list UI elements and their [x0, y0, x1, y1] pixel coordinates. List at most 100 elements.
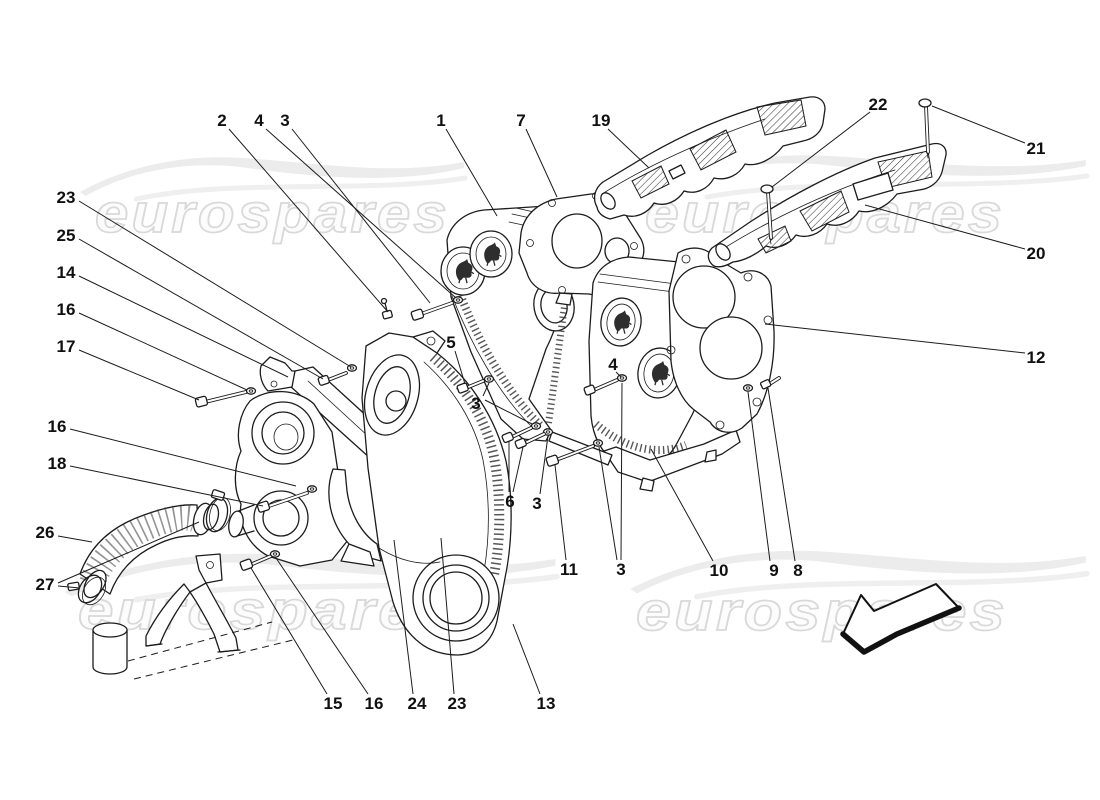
leader-line [57, 585, 81, 589]
callout-number-22: 22 [869, 95, 888, 114]
leader-line [78, 238, 324, 380]
leader-line [554, 464, 567, 561]
direction-arrow [840, 583, 962, 655]
watermark-text: eurospares [78, 579, 456, 641]
engine-block-dashed-line [133, 639, 294, 680]
callout-number-23: 23 [448, 694, 467, 713]
leader-line [767, 387, 796, 562]
leader-line [78, 200, 352, 368]
bolt-17 [194, 390, 248, 408]
washer-4 [616, 374, 628, 382]
heat-shield-19 [593, 96, 826, 220]
leader-line [265, 128, 457, 299]
callout-number-11: 11 [560, 560, 578, 579]
leader-line [57, 535, 93, 543]
fasteners [194, 296, 781, 571]
leader-line [482, 382, 490, 397]
timing-belt-left-run [455, 289, 543, 428]
cover-top-tab [412, 330, 446, 354]
callout-number-19: 19 [592, 111, 611, 130]
bolt-6 [514, 432, 546, 450]
callout-number-13: 13 [537, 694, 556, 713]
screw-21 [918, 98, 932, 159]
diagram-artwork [67, 96, 947, 680]
callout-number-26: 26 [36, 523, 55, 542]
leader-line [78, 275, 289, 378]
watermark-text: eurospares [95, 182, 450, 244]
washer-3 [592, 439, 604, 447]
leader-line [445, 128, 498, 217]
callout-number-3: 3 [532, 494, 541, 513]
callout-number-16: 16 [48, 417, 67, 436]
bolt-3 [410, 301, 454, 321]
leader-line [250, 567, 328, 695]
callout-number-8: 8 [793, 561, 802, 580]
callout-number-4: 4 [254, 111, 264, 130]
gasket-bolt-holes [666, 254, 773, 430]
screw-22 [760, 184, 774, 245]
leader-line [512, 446, 524, 493]
horse-medallion [469, 230, 513, 278]
shield-eyelet [715, 243, 731, 261]
bolt-18 [256, 491, 309, 513]
leader-line [864, 204, 1026, 250]
callout-number-6: 6 [505, 492, 514, 511]
leader-line [78, 312, 248, 391]
callout-number-20: 20 [1027, 244, 1046, 263]
leader-line [598, 446, 618, 561]
washer-4 [452, 296, 464, 304]
leader-line [440, 537, 455, 695]
callout-number-18: 18 [48, 454, 67, 473]
callout-number-3: 3 [471, 394, 480, 413]
bolt-11 [545, 444, 595, 467]
leader-line [512, 623, 541, 695]
union-fitting-2 [380, 297, 393, 320]
callout-number-10: 10 [710, 561, 729, 580]
leader-line [650, 448, 714, 562]
leader-line [69, 465, 264, 507]
washer-16 [306, 485, 318, 493]
callout-number-25: 25 [57, 226, 76, 245]
callout-number-16: 16 [57, 300, 76, 319]
engine-block-dashed-line [127, 621, 273, 662]
shield-eyelet [600, 192, 616, 210]
bolt-6 [501, 426, 533, 444]
washer-16 [245, 387, 257, 395]
bolt-5 [456, 379, 485, 394]
leader-line [747, 391, 771, 562]
leader-line [454, 350, 466, 385]
callout-number-14: 14 [57, 263, 76, 282]
leader-line [620, 382, 623, 561]
bolt-15 [239, 554, 273, 571]
hose-clamp-lower [67, 574, 107, 606]
leader-line [539, 435, 549, 495]
inlet-stub [228, 510, 244, 538]
leader-line [525, 128, 558, 198]
leader-line [275, 557, 369, 695]
washer-9 [742, 384, 754, 392]
leader-line [291, 128, 431, 304]
mounting-bracket-stand [92, 553, 294, 680]
callout-number-24: 24 [408, 694, 427, 713]
leader-line [615, 371, 622, 378]
leader-line [69, 428, 297, 487]
nut-3 [530, 422, 542, 430]
callout-number-1: 1 [436, 111, 445, 130]
leader-line [771, 111, 871, 188]
timing-cover-13 [361, 330, 512, 656]
leader-line [484, 399, 533, 425]
callout-number-27: 27 [36, 575, 55, 594]
heat-shield-20 [707, 142, 947, 268]
curved-hook-bracket [328, 468, 382, 562]
callout-number-12: 12 [1027, 348, 1046, 367]
timing-belt-band [429, 353, 505, 576]
washer-16 [269, 550, 281, 558]
callout-number-2: 2 [217, 111, 226, 130]
washer-3 [483, 375, 495, 383]
leader-line [607, 128, 650, 169]
cover-top-bracket [259, 356, 296, 392]
leader-line [393, 539, 414, 695]
